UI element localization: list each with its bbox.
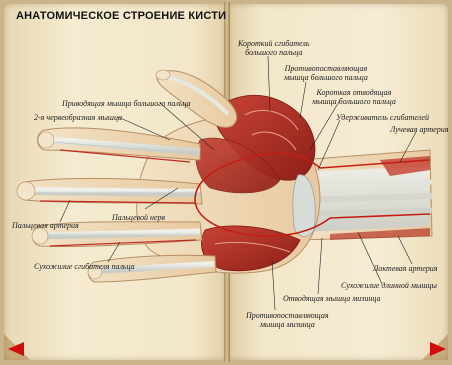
- label-opponens-pollicis: Противопоставляющая мышца большого пальц…: [284, 64, 368, 82]
- label-abductor-pollicis-brevis: Короткая отводящая мышца большого пальца: [312, 88, 396, 106]
- label-flexor-tendon-sheath: Сухожилие сгибателя пальца: [34, 262, 135, 271]
- label-digital-artery: Пальцевая артерия: [12, 221, 79, 230]
- previous-page-arrow-icon[interactable]: [8, 342, 24, 356]
- label-adductor-pollicis: Приводящая мышца большого пальца: [62, 99, 191, 108]
- label-radial-artery: Лучевая артерия: [390, 125, 448, 134]
- label-flexor-retinaculum: Удерживатель сгибателей: [336, 113, 429, 122]
- label-palmaris-longus-tendon: Сухожилие длинной мышцы: [341, 281, 437, 290]
- label-digital-nerve: Пальцевой нерв: [112, 213, 165, 222]
- label-flexor-pollicis-brevis: Короткий сгибатель большого пальца: [238, 39, 309, 57]
- label-ulnar-artery: Локтевая артерия: [373, 264, 437, 273]
- label-abductor-digiti-minimi: Отводящая мышца мизинца: [283, 294, 381, 303]
- label-opponens-digiti-minimi: Противопоставляющая мышца мизинца: [246, 311, 329, 329]
- next-page-arrow-icon[interactable]: [430, 342, 446, 356]
- label-lumbrical-2: 2-я червеобразная мышца: [34, 113, 122, 122]
